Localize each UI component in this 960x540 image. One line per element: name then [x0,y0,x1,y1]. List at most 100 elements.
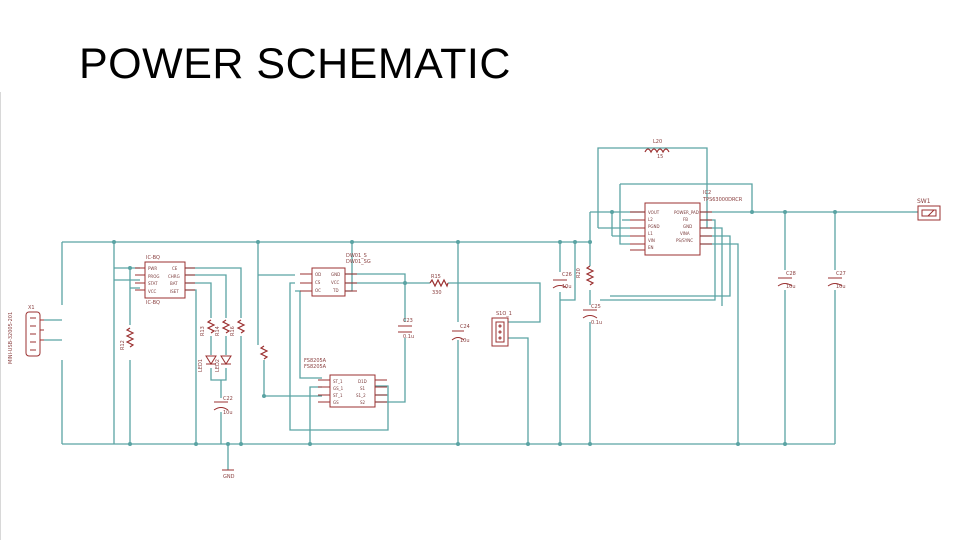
led1-ref: LED1 [198,359,204,372]
ic2-pin-l4: L1 [648,231,653,236]
l20-ref: L20 [653,139,662,145]
charger-pin-l2: PROG [148,274,159,279]
ic2-pin-l1: VOUT [648,210,660,215]
prot-ref: DW01_S [346,253,367,259]
ic2-ref: IC2 [703,190,711,196]
mosfet-pin-l4: GS [333,400,339,405]
mosfet-ref: FS8205A [304,358,327,364]
c27-ref: C27 [836,271,846,277]
r20-ref: R20 [576,268,582,278]
usb-part: MINI-USB-32005-201 [8,312,14,364]
capacitor-c22: C22 10u [213,396,233,416]
resistor-r16: R16 [230,319,246,336]
c22-ref: C22 [223,396,233,402]
mosfet-pin-r4: S2 [360,400,366,405]
prot-pin-r1: GND [331,272,340,277]
charger-pin-r1: CE [172,266,178,271]
c28-value: 10u [786,284,796,290]
r14-ref: R14 [215,326,221,336]
mosfet-pin-l1: ST_1 [333,379,343,384]
resistor-r14: R14 [215,319,231,336]
prot-pin-l2: CS [315,280,321,285]
r13-ref: R13 [200,326,206,336]
l20-value: 15 [657,154,663,160]
charger-pin-r3: BAT [170,281,178,286]
gnd-label: GND [223,474,235,480]
capacitor-c27: C27 10u [827,271,846,290]
mosfet-pin-l2: GS_1 [333,386,344,391]
charger-part: IC-BQ [146,300,160,306]
sw1-ref: SW1 [917,198,931,205]
c24-ref: C24 [460,324,470,330]
ic2-pin-r1: POWER_PAD [674,210,699,215]
ic-protection: DW01_S DW01_SG OD CS OC GND VCC TD [300,253,371,297]
led-led1: LED1 [198,355,217,372]
resistor-r20: R20 [576,265,595,286]
capacitor-c24: C24 10u [451,324,470,344]
r16-ref: R16 [230,326,236,336]
component-near-protection [259,345,269,360]
r15-value: 330 [432,290,442,296]
r15-ref: R15 [431,274,441,280]
c24-value: 10u [460,338,470,344]
usb-connector-x1: X1 MINI-USB-32005-201 [8,305,44,364]
ic-mosfet: FS8205A FS8205A ST_1 GS_1 ST_1 GS D1D S1… [304,358,387,408]
capacitor-c23: C23 0.1u [398,318,414,340]
capacitor-c26: C26 10u [552,272,572,290]
switch-sw1: SW1 [917,198,941,221]
ic2-pin-l3: PGND [648,224,660,229]
prot-part: DW01_SG [346,259,371,265]
c23-ref: C23 [403,318,413,324]
ic2-regulator: IC2 TPS63000DRCR VOUT L2 PGND L1 VIN EN … [630,190,743,256]
ic2-part: TPS63000DRCR [702,197,743,203]
wires [44,147,918,470]
ic2-pin-l5: VIN [648,238,655,243]
charger-pin-l4: VCC [148,289,157,294]
ic2-pin-r2: FB [683,217,688,222]
capacitor-c25: C25 0.1u [582,304,602,326]
capacitor-c28: C28 10u [777,271,796,290]
resistor-r15: R15 330 [429,274,449,296]
connector-s1: S1O_1 [491,311,512,347]
mosfet-pin-r2: S1 [360,386,366,391]
ic2-pin-l2: L2 [648,217,653,222]
c26-ref: C26 [562,272,572,278]
page-title: POWER SCHEMATIC [79,40,511,88]
mosfet-part: FS8205A [304,364,327,370]
prot-pin-l3: OC [315,288,321,293]
junctions [112,210,837,446]
ic2-pin-l6: EN [648,245,654,250]
resistor-r13: R13 [200,319,216,336]
c26-value: 10u [562,284,572,290]
ic2-pin-r3: GND [683,224,692,229]
ic2-pin-r4: VINA [680,231,690,236]
prot-pin-r3: TD [332,288,339,293]
c27-value: 10u [836,284,846,290]
c23-value: 0.1u [403,334,414,340]
charger-pin-r2: CHRG [168,274,180,279]
charger-pin-r4: ISET [170,289,179,294]
r12-ref: R12 [120,340,126,350]
ic-charger: IC-BQ IC-BQ PWR PROG STAT VCC CE CHRG BA… [135,255,195,306]
inductor-l20: L20 15 [644,139,670,160]
ic2-pin-r5: PS/SYNC [676,238,693,243]
s1-ref: S1O_1 [496,311,512,317]
prot-pin-l1: OD [315,272,321,277]
c28-ref: C28 [786,271,796,277]
led-led2: LED2 [215,355,232,372]
c22-value: 10u [223,410,233,416]
prot-pin-r2: VCC [331,280,340,285]
mosfet-pin-l3: ST_1 [333,393,343,398]
resistor-r12: R12 [120,327,135,350]
c25-value: 0.1u [591,320,602,326]
charger-ref: IC-BQ [146,255,160,261]
charger-pin-l1: PWR [148,266,157,271]
mosfet-pin-r1: D1D [358,379,367,384]
usb-ref: X1 [28,305,35,311]
charger-pin-l3: STAT [148,281,158,286]
slide-frame-line [0,92,1,540]
c25-ref: C25 [591,304,601,310]
mosfet-pin-r3: S1_2 [356,393,366,398]
led2-ref: LED2 [215,359,221,372]
